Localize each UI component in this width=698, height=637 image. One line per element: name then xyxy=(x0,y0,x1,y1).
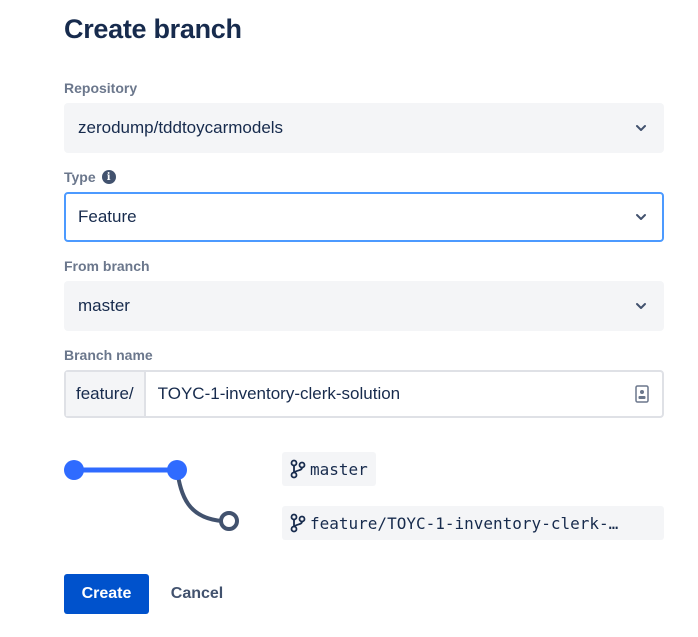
branch-name-label: Branch name xyxy=(64,347,153,363)
dialog-title: Create branch xyxy=(64,14,242,44)
from-branch-label: From branch xyxy=(64,258,150,274)
repository-select[interactable]: zerodump/tddtoycarmodels xyxy=(64,103,664,153)
repository-value: zerodump/tddtoycarmodels xyxy=(78,118,284,137)
repository-label-text: Repository xyxy=(64,80,138,96)
branch-prefix: feature/ xyxy=(66,372,146,416)
chevron-down-icon xyxy=(634,121,648,135)
type-value: Feature xyxy=(78,207,137,226)
branch-curve xyxy=(175,468,224,523)
branch-name-label-text: Branch name xyxy=(64,347,153,363)
repository-label: Repository xyxy=(64,80,137,96)
new-branch-name: feature/TOYC-1-inventory-clerk-… xyxy=(310,513,619,533)
cancel-button[interactable]: Cancel xyxy=(158,574,236,614)
type-select[interactable]: Feature xyxy=(64,192,664,242)
chevron-down-icon xyxy=(634,210,648,224)
branch-name-input[interactable] xyxy=(145,372,622,416)
start-commit-node xyxy=(64,460,84,480)
branch-name-field: feature/ xyxy=(64,370,664,418)
from-branch-value: master xyxy=(78,296,130,315)
branch-icon xyxy=(290,459,306,479)
branch-diagram xyxy=(64,460,239,531)
info-icon[interactable]: i xyxy=(101,170,116,184)
from-branch-select[interactable]: master xyxy=(64,281,664,331)
type-label-text: Type xyxy=(64,169,96,185)
branch-icon xyxy=(290,513,306,533)
create-button[interactable]: Create xyxy=(64,574,149,614)
new-branch-node xyxy=(219,511,239,531)
branch-point-node xyxy=(167,460,187,480)
from-branch-label-text: From branch xyxy=(64,258,150,274)
source-branch-name: master xyxy=(310,459,368,479)
contact-card-icon[interactable] xyxy=(622,372,662,416)
source-branch-pill: master xyxy=(282,452,376,486)
new-branch-pill: feature/TOYC-1-inventory-clerk-… xyxy=(282,506,664,540)
chevron-down-icon xyxy=(634,299,648,313)
type-label: Type i xyxy=(64,169,116,185)
